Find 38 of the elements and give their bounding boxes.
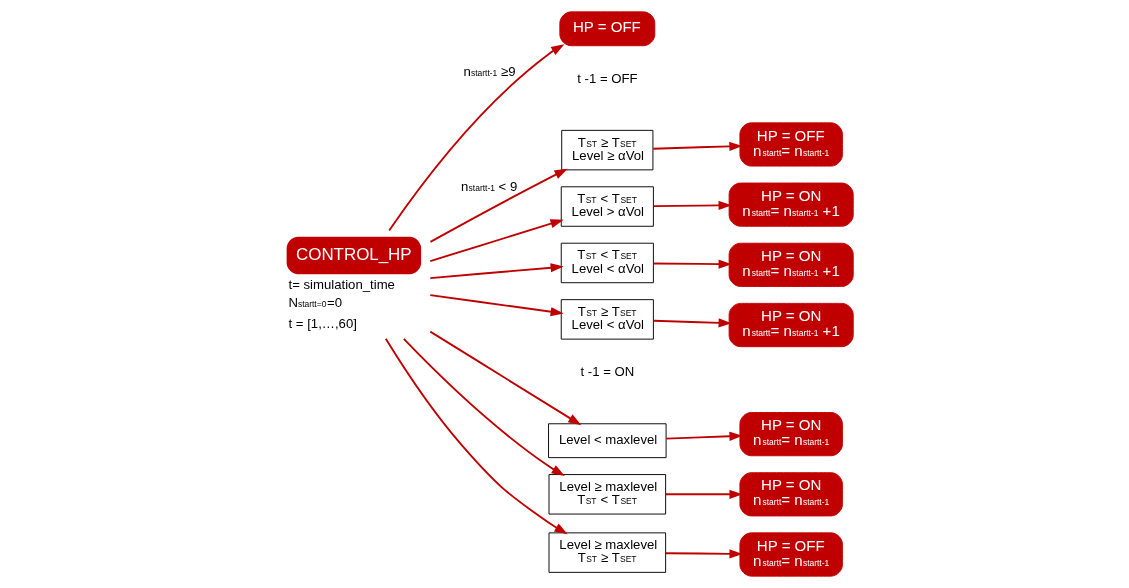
- node-box: HP = ON nstartt= nstartt-1 +1: [728, 182, 854, 227]
- node-box: Level ≥ maxlevel TST < TSET: [548, 474, 666, 515]
- arrow: [664, 489, 743, 499]
- label: t -1 = OFF: [576, 71, 638, 87]
- arrow: [652, 259, 732, 269]
- node-box: Level ≥ maxlevel TST ≥ TSET: [548, 532, 666, 573]
- edge-label: nstartt-1 < 9: [460, 178, 517, 194]
- node-label: t= simulation_time: [288, 276, 395, 292]
- arrow: [652, 318, 732, 328]
- arrow: [651, 141, 742, 151]
- edge-label: nstartt-1 ≥9: [462, 64, 515, 80]
- node-box: TST < TSET Level > αVol: [560, 186, 654, 227]
- arrow: [428, 330, 581, 426]
- node-label: t = [1,…,60]: [288, 316, 357, 332]
- arrow: [402, 337, 565, 476]
- arrow: [664, 431, 743, 441]
- arrow: [428, 219, 564, 262]
- node-box: TST ≥ TSET Level < αVol: [560, 299, 654, 340]
- node-box: HP = ON nstartt= nstartt-1: [738, 412, 843, 457]
- label: t -1 = ON: [580, 364, 634, 380]
- arrow: [429, 168, 568, 243]
- node-box: HP = OFF: [558, 11, 655, 47]
- node-box: HP = ON nstartt= nstartt-1 +1: [728, 302, 854, 348]
- node-label: Nstartt=0=0: [288, 295, 342, 311]
- node-box: TST < TSET Level < αVol: [560, 242, 654, 284]
- arrow: [664, 549, 743, 559]
- arrow: [384, 337, 568, 535]
- node-box: HP = ON nstartt= nstartt-1: [738, 472, 843, 517]
- node-box: Level < maxlevel: [547, 423, 667, 459]
- node-box: CONTROL_HP: [286, 236, 421, 275]
- node-box: HP = OFF nstartt= nstartt-1: [738, 122, 843, 167]
- node-box: TST ≥ TSET Level ≥ αVol: [560, 129, 653, 171]
- arrow: [428, 263, 564, 279]
- arrow: [387, 44, 564, 232]
- arrow: [428, 294, 564, 317]
- node-box: HP = ON nstartt= nstartt-1 +1: [728, 242, 854, 287]
- arrow: [652, 200, 732, 211]
- node-box: HP = OFF nstartt= nstartt-1: [738, 532, 843, 577]
